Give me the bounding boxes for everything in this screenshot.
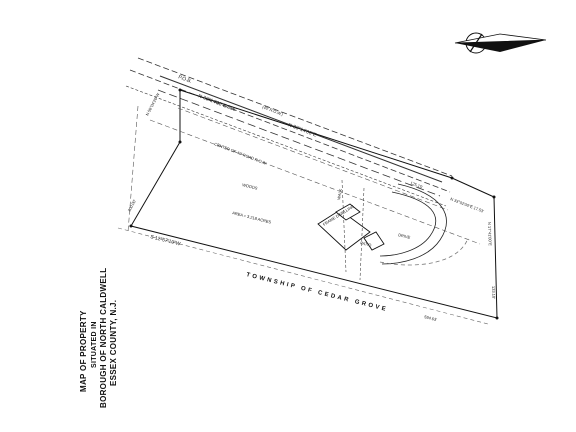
top-inner-bearing: N 33°14'00"E: [287, 122, 318, 139]
driveway: [379, 183, 469, 266]
bottom-distance: 594.63': [424, 314, 438, 322]
title-line-3: BOROUGH OF NORTH CALDWELL: [99, 268, 108, 408]
woods-label: WOODS: [242, 182, 259, 191]
pob-label: P.O.B.: [177, 74, 192, 85]
right-bearing: N 17°41'00"E: [487, 222, 493, 246]
drive-label: DRIVE: [398, 232, 411, 240]
house-label: FRAME DWELLING: [322, 204, 355, 227]
left-setback: [127, 105, 139, 233]
right-distance: 133.10': [491, 286, 496, 299]
area-label: AREA = 3.218 ACRES: [232, 210, 272, 225]
patio-label: PATIO: [360, 240, 372, 248]
street-width-label: (40' R.O.W.): [262, 104, 285, 117]
bottom-setback: [117, 227, 489, 325]
bottom-bearing: S 12°57'10"W: [150, 234, 182, 247]
title-block: MAP OF PROPERTY SITUATED IN BOROUGH OF N…: [79, 268, 118, 408]
setback-lines: [149, 107, 481, 245]
curve-distance: 125.15': [410, 180, 424, 189]
title-line-1: MAP OF PROPERTY: [79, 310, 88, 392]
title-line-4: ESSEX COUNTY, N.J.: [109, 300, 118, 386]
left-distance: 300.00': [126, 198, 137, 212]
property-boundary: [130, 89, 498, 319]
street-right-of-way: [125, 57, 453, 207]
right-short-bearing: N 33°02'00"E 17.53': [450, 196, 485, 214]
walk-label: WALK: [336, 188, 343, 200]
markers: [129, 88, 499, 320]
township-boundary-label: TOWNSHIP OF CEDAR GROVE: [246, 272, 389, 313]
title-line-2: SITUATED IN: [91, 321, 98, 368]
north-arrow-icon: [454, 32, 547, 54]
interior-dashes: [341, 179, 365, 281]
center-row-note: CENTER OF 40' ROAD R.O.W.: [214, 141, 268, 166]
top-street-bearing: N 33°14'00"E 866': [197, 93, 237, 113]
left-bearing: N 56°04'20"W: [144, 92, 160, 117]
